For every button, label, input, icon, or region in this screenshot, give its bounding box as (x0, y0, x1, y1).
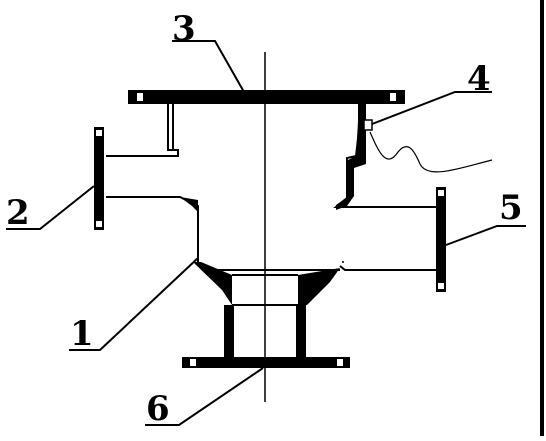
leader-3 (172, 40, 245, 93)
top-flange (128, 90, 405, 104)
callout-label-4: 4 (467, 59, 491, 99)
reducer-neck (203, 269, 340, 306)
body-left-wall (106, 104, 204, 271)
leader-5 (445, 225, 526, 246)
callout-label-3: 3 (172, 9, 196, 49)
weld-right-lower (298, 268, 340, 305)
leader-4 (371, 91, 492, 125)
bottom-flange (182, 357, 350, 368)
callout-label-2: 2 (6, 193, 30, 233)
leader-lines (6, 40, 526, 426)
sensor-box (363, 119, 373, 131)
right-flange (436, 187, 446, 292)
leader-1 (69, 257, 199, 351)
leader-6 (145, 367, 264, 426)
callout-label-5: 5 (499, 188, 523, 228)
weld-left-lower (193, 262, 232, 305)
stray-dot (342, 261, 344, 263)
neck-wall-right (296, 305, 306, 357)
callout-label-6: 6 (146, 389, 170, 429)
callout-label-1: 1 (70, 314, 94, 354)
left-flange (94, 127, 104, 230)
weld-right-upper (336, 104, 366, 210)
leader-2 (6, 185, 95, 230)
sensor-wire (369, 131, 493, 173)
weld-left-upper (180, 197, 198, 212)
neck-wall-left (224, 305, 234, 357)
